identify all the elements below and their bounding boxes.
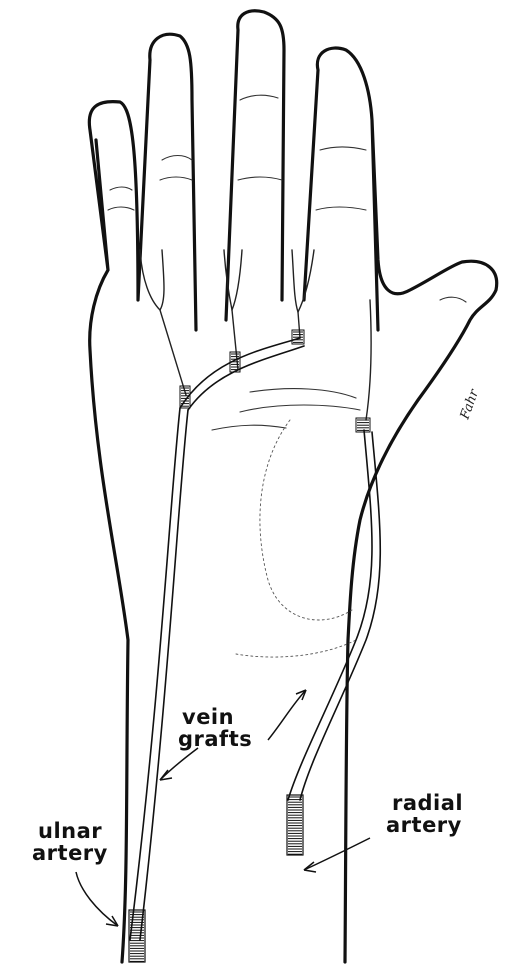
signature: Fahr: [457, 387, 482, 422]
digital-arteries: [140, 250, 371, 420]
ulnar-artery-label: ulnar artery: [32, 820, 108, 864]
finger-creases: [108, 95, 466, 302]
vein-grafts-arrow-right: [268, 690, 306, 740]
ulnar-artery-arrow: [76, 872, 118, 926]
ulnar-artery-label-line1: ulnar: [32, 820, 108, 842]
vein-grafts-label: vein grafts: [178, 706, 252, 750]
anastomosis-hatching: [129, 330, 370, 962]
vein-grafts-label-line2: grafts: [178, 728, 252, 750]
palm-creases: [212, 389, 360, 657]
hatch-lines: [130, 332, 369, 961]
ulnar-artery-label-line2: artery: [32, 842, 108, 864]
radial-artery-label: radial artery: [386, 792, 463, 836]
radial-artery-label-line1: radial: [386, 792, 463, 814]
vein-grafts-label-line1: vein: [178, 706, 252, 728]
vein-grafts: [130, 338, 380, 940]
vein-grafts-arrow-left: [160, 748, 198, 780]
radial-artery-label-line2: artery: [386, 814, 463, 836]
radial-artery-arrow: [304, 838, 370, 870]
